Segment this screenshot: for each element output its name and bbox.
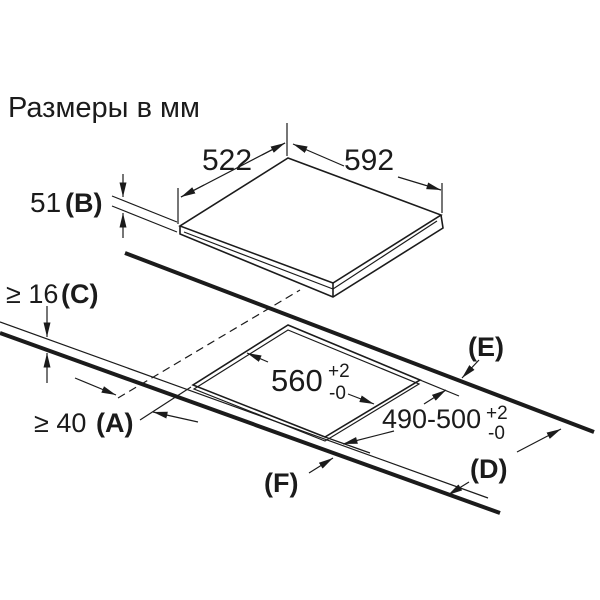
cutout-rim-inner-edge — [192, 329, 421, 442]
cutout-ext-left-corner — [139, 386, 192, 421]
hob-height-ext-lower — [111, 205, 178, 233]
cutout-width-arrow-right — [347, 393, 375, 405]
hob-height-ext-upper — [111, 195, 178, 223]
hob-depth-arrow-upper — [261, 142, 286, 156]
hob-height-dimension: 51 — [30, 187, 61, 218]
page-title: Размеры в мм — [8, 92, 200, 124]
cutout-depth-tolerance-plus: +2 — [486, 403, 508, 424]
worktop-thickness-ref-label: (C) — [61, 279, 98, 309]
hob-width-arrow-left — [292, 143, 345, 167]
cutout-depth-dimension: 490-500 — [382, 404, 481, 434]
hob-alignment-dashed-line — [117, 289, 301, 399]
hob-width-dimension: 592 — [344, 144, 394, 177]
cutout-width-tolerance-minus: -0 — [329, 383, 346, 404]
worktop-front-top-edge — [0, 321, 489, 499]
worktop-leader-to-back-edge — [516, 428, 562, 453]
worktop-ref-label: (D) — [470, 454, 507, 484]
worktop-thickness-dimension: ≥ 16 — [6, 279, 58, 309]
worktop-leader-to-front-edge — [447, 481, 470, 496]
cutout-depth-arrow-upper — [423, 389, 447, 405]
hob-body-rim — [179, 214, 444, 298]
back-edge-ref-label: (E) — [468, 332, 504, 362]
front-edge-leader — [308, 457, 334, 474]
worktop-front-bottom-edge — [0, 331, 501, 515]
side-clearance-ref-label: (A) — [96, 408, 133, 438]
side-clearance-arrow-right — [152, 411, 199, 423]
cutout-ext-front-corner — [324, 436, 371, 454]
front-edge-ref-label: (F) — [264, 468, 298, 498]
cutout-width-arrow-left — [246, 352, 269, 363]
hob-width-arrow-right — [397, 176, 442, 191]
cutout-ext-right-corner — [419, 379, 460, 397]
side-clearance-arrow-left — [74, 377, 117, 396]
back-edge-leader — [461, 359, 480, 379]
cutout-depth-tolerance-minus: -0 — [488, 423, 505, 444]
cutout-width-dimension: 560 — [271, 363, 323, 398]
hob-depth-dimension: 522 — [202, 144, 252, 177]
hob-height-ref-label: (B) — [65, 188, 102, 218]
cutout-width-tolerance-plus: +2 — [328, 361, 350, 382]
hob-depth-arrow-lower — [180, 184, 205, 198]
side-clearance-dimension: ≥ 40 — [34, 408, 86, 438]
cutout-depth-arrow-lower — [342, 430, 395, 445]
worktop-back-edge — [124, 251, 595, 434]
